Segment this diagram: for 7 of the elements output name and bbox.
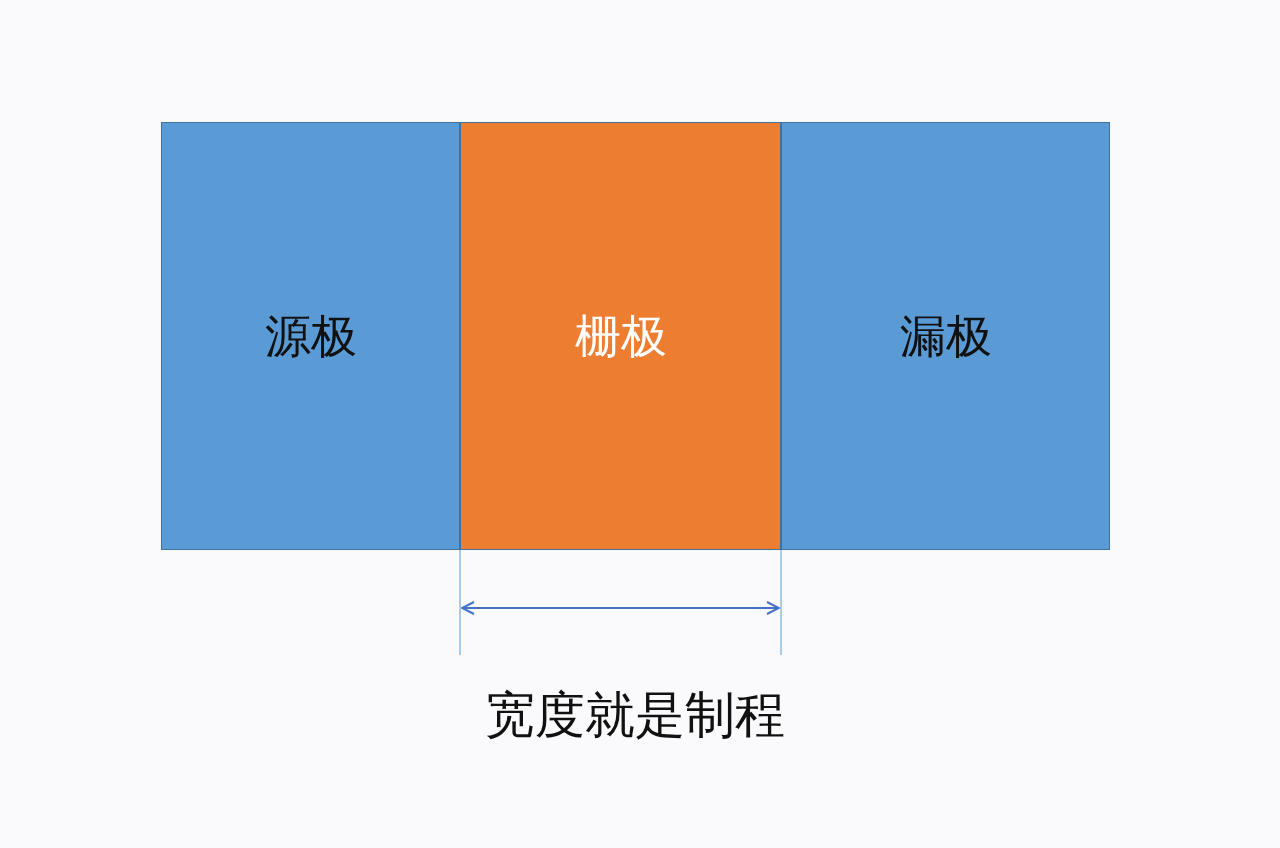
region-box: [460, 122, 781, 550]
region-label: 栅极: [574, 313, 667, 359]
region-label: 源极: [264, 313, 357, 359]
region-box: [781, 122, 1110, 550]
region-label: 漏极: [899, 313, 992, 359]
dimension-label: 宽度就是制程: [484, 690, 786, 740]
region-box: [161, 122, 460, 550]
